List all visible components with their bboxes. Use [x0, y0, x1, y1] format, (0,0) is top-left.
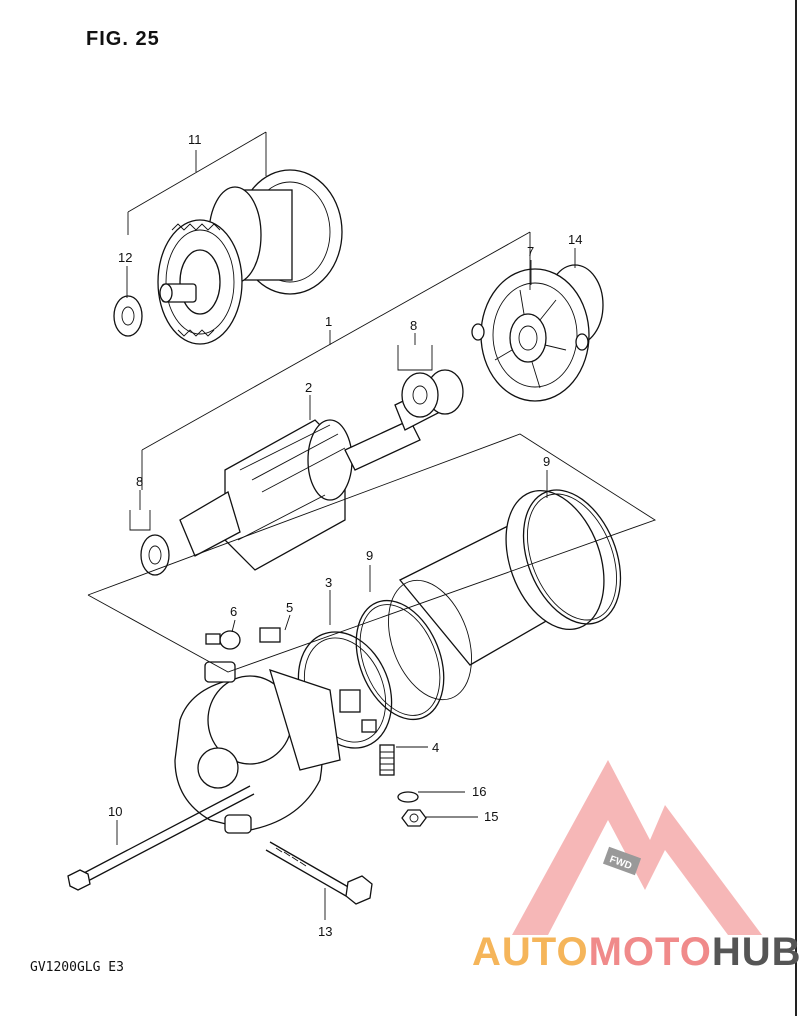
callout-15: 15 — [484, 809, 498, 824]
callout-16: 16 — [472, 784, 486, 799]
page-edge-line — [795, 0, 797, 1016]
part-12-washer — [113, 295, 143, 337]
callout-12: 12 — [118, 250, 132, 265]
callout-labels: 11 12 7 14 1 8 2 8 9 9 3 5 6 4 16 15 10 … — [108, 132, 582, 939]
watermark-logo: FWD — [512, 760, 762, 935]
watermark-auto: AUTO — [472, 930, 589, 974]
part-13-bolt — [265, 841, 373, 905]
part-7-end-cover — [471, 264, 604, 402]
watermark-text: AUTOMOTOHUB — [472, 930, 800, 975]
part-3-brush-plate — [297, 631, 393, 749]
callout-7: 7 — [527, 244, 534, 259]
watermark-hub: HUB — [711, 930, 800, 974]
part-6-brush-spring — [205, 630, 241, 650]
group-bracket-11 — [127, 131, 267, 235]
callout-2: 2 — [305, 380, 312, 395]
part-8-bushing-upper — [401, 369, 464, 418]
callout-4: 4 — [432, 740, 439, 755]
callout-11: 11 — [188, 132, 202, 147]
part-16-washer — [397, 791, 419, 803]
part-housing-front — [174, 661, 341, 834]
part-9-o-ring-small — [355, 599, 445, 721]
callout-8-upper: 8 — [410, 318, 417, 333]
callout-10: 10 — [108, 804, 122, 819]
callout-6: 6 — [230, 604, 237, 619]
part-4-terminal-bolt — [379, 744, 395, 776]
fwd-badge-icon: FWD — [602, 846, 642, 876]
callout-5: 5 — [286, 600, 293, 615]
callout-3: 3 — [325, 575, 332, 590]
callout-8-lower: 8 — [136, 474, 143, 489]
part-11-starter-clutch — [157, 169, 343, 345]
part-9-yoke-housing — [388, 489, 605, 701]
callout-13: 13 — [318, 924, 332, 939]
part-2-armature — [140, 387, 441, 576]
group-bracket-1 — [141, 231, 531, 490]
callout-14: 14 — [568, 232, 582, 247]
group-plane-9 — [87, 433, 657, 673]
part-10-through-bolt — [67, 785, 255, 891]
figure-title: FIG. 25 — [86, 28, 160, 50]
leader-lines — [116, 248, 576, 920]
callout-1: 1 — [325, 314, 332, 329]
model-code: GV1200GLG E3 — [30, 960, 124, 975]
callout-9-lower: 9 — [366, 548, 373, 563]
watermark-moto: MOTO — [588, 930, 712, 974]
callout-9-upper: 9 — [543, 454, 550, 469]
part-5-brush — [259, 627, 281, 643]
part-15-nut — [401, 809, 427, 827]
